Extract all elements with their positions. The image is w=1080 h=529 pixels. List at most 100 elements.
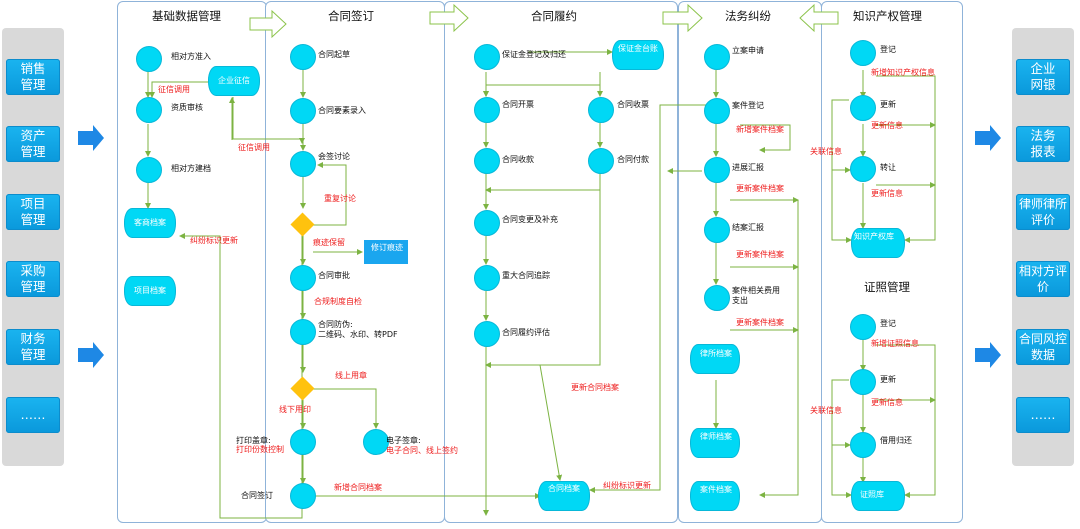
- db-cert-library[interactable]: [851, 481, 905, 511]
- node-receive-invoice[interactable]: [588, 97, 614, 123]
- label-lawyer-archive: 律师档案: [700, 432, 732, 441]
- db-enterprise-credit[interactable]: [208, 66, 260, 96]
- node-collection[interactable]: [474, 148, 500, 174]
- note-credit-call-2: 征信调用: [238, 143, 270, 152]
- label-contract-elements: 合同要素录入: [318, 106, 366, 115]
- system-risk-data[interactable]: 合同风控 数据: [1016, 329, 1070, 365]
- node-change[interactable]: [474, 210, 500, 236]
- system-project[interactable]: 项目 管理: [6, 194, 60, 230]
- note-offline-seal: 线下用印: [279, 405, 311, 414]
- label-progress-report: 进展汇报: [732, 163, 764, 172]
- label-anti-counterfeit: 合同防伪: 二维码、水印、转PDF: [318, 320, 398, 339]
- node-anti-counterfeit[interactable]: [290, 319, 316, 345]
- node-countersign-discuss[interactable]: [290, 151, 316, 177]
- node-payment[interactable]: [588, 148, 614, 174]
- note-dispute-update-perform: 纠纷标识更新: [603, 481, 651, 490]
- label-project-archive: 项目档案: [134, 286, 166, 295]
- system-legal-report[interactable]: 法务 报表: [1016, 126, 1070, 162]
- doc-revision-trace[interactable]: [364, 240, 408, 264]
- note-dispute-update-basic: 纠纷标识更新: [190, 236, 238, 245]
- label-law-firm-archive: 律所档案: [700, 349, 732, 358]
- db-deposit-ledger[interactable]: [612, 40, 664, 70]
- note-ip-update-info-2: 更新信息: [871, 189, 903, 198]
- note-new-case-archive: 新增案件档案: [736, 125, 784, 134]
- system-more-right[interactable]: ……: [1016, 397, 1070, 433]
- label-qualification-review: 资质审核: [171, 103, 203, 112]
- lane-title-sign: 合同签订: [328, 9, 374, 23]
- label-client-archive: 客商档案: [134, 218, 166, 227]
- system-bank[interactable]: 企业 网银: [1016, 59, 1070, 95]
- note-rediscuss: 重复讨论: [324, 194, 356, 203]
- system-more[interactable]: ……: [6, 397, 60, 433]
- node-contract-elements[interactable]: [290, 98, 316, 124]
- note-online-seal: 线上用章: [335, 371, 367, 380]
- label-contract-approve: 合同审批: [318, 271, 350, 280]
- lane-title-ip: 知识产权管理: [853, 9, 922, 23]
- node-case-file[interactable]: [704, 44, 730, 70]
- db-contract-archive[interactable]: [538, 481, 590, 511]
- system-sales[interactable]: 销售 管理: [6, 59, 60, 95]
- node-ip-register[interactable]: [850, 40, 876, 66]
- note-cert-update-info: 更新信息: [871, 398, 903, 407]
- label-counterparty-archive: 相对方建档: [171, 164, 211, 173]
- node-progress-report[interactable]: [704, 157, 730, 183]
- note-esign-desc: 电子合同、线上签约: [386, 446, 458, 455]
- note-cert-new-info: 新增证照信息: [871, 339, 919, 348]
- node-cert-update[interactable]: [850, 369, 876, 395]
- node-qualification-review[interactable]: [136, 97, 162, 123]
- lane-title-legal: 法务纠纷: [725, 9, 771, 23]
- note-ip-update-info-1: 更新信息: [871, 121, 903, 130]
- system-lawyer-eval[interactable]: 律师律所 评价: [1016, 194, 1070, 230]
- note-selfcheck: 合规制度自检: [314, 297, 362, 306]
- label-counterparty-admit: 相对方准入: [171, 52, 211, 61]
- node-ip-transfer[interactable]: [850, 156, 876, 182]
- label-case-cost: 案件相关费用 支出: [732, 286, 780, 305]
- node-deposit[interactable]: [474, 44, 500, 70]
- node-contract-signed[interactable]: [290, 483, 316, 509]
- node-contract-approve[interactable]: [290, 265, 316, 291]
- system-finance[interactable]: 财务 管理: [6, 329, 60, 365]
- db-lawyer-archive[interactable]: [690, 428, 740, 458]
- db-law-firm-archive[interactable]: [690, 344, 740, 374]
- cert-title: 证照管理: [864, 280, 910, 294]
- label-cert-register: 登记: [880, 319, 896, 328]
- system-procurement[interactable]: 采购 管理: [6, 261, 60, 297]
- label-revision-trace: 修订痕迹: [371, 243, 403, 252]
- system-assets[interactable]: 资产 管理: [6, 126, 60, 162]
- node-invoice[interactable]: [474, 97, 500, 123]
- note-credit-call-1: 征信调用: [158, 85, 190, 94]
- label-ip-library: 知识产权库: [854, 232, 894, 241]
- label-cert-library: 证照库: [860, 490, 884, 499]
- label-deposit: 保证金登记及归还: [502, 50, 566, 59]
- lane-ip: [821, 1, 963, 523]
- node-cert-borrow[interactable]: [850, 432, 876, 458]
- label-collection: 合同收款: [502, 155, 534, 164]
- node-electronic-seal[interactable]: [363, 429, 389, 455]
- node-contract-draft[interactable]: [290, 44, 316, 70]
- label-contract-draft: 合同起草: [318, 50, 350, 59]
- left-systems-panel: 销售 管理 资产 管理 项目 管理 采购 管理 财务 管理 ……: [2, 28, 64, 466]
- label-contract-archive: 合同档案: [548, 484, 580, 493]
- label-cert-update: 更新: [880, 375, 896, 384]
- db-case-archive[interactable]: [690, 481, 740, 511]
- db-project-archive[interactable]: [124, 276, 176, 306]
- label-case-archive: 案件档案: [700, 485, 732, 494]
- node-ip-update[interactable]: [850, 95, 876, 121]
- node-counterparty-admit[interactable]: [136, 46, 162, 72]
- node-case-register[interactable]: [704, 98, 730, 124]
- node-counterparty-archive[interactable]: [136, 157, 162, 183]
- lane-title-basic: 基础数据管理: [152, 9, 221, 23]
- db-client-archive[interactable]: [124, 208, 176, 238]
- system-counterparty-eval[interactable]: 相对方评 价: [1016, 261, 1070, 297]
- label-receive-invoice: 合同收票: [617, 100, 649, 109]
- right-systems-panel: 企业 网银 法务 报表 律师律所 评价 相对方评 价 合同风控 数据 ……: [1012, 28, 1074, 466]
- node-cert-register[interactable]: [850, 314, 876, 340]
- node-evaluate[interactable]: [474, 321, 500, 347]
- node-close-report[interactable]: [704, 217, 730, 243]
- node-track[interactable]: [474, 265, 500, 291]
- db-ip-library[interactable]: [851, 228, 905, 258]
- note-update-case-1: 更新案件档案: [736, 184, 784, 193]
- node-print-seal[interactable]: [290, 429, 316, 455]
- node-case-cost[interactable]: [704, 285, 730, 311]
